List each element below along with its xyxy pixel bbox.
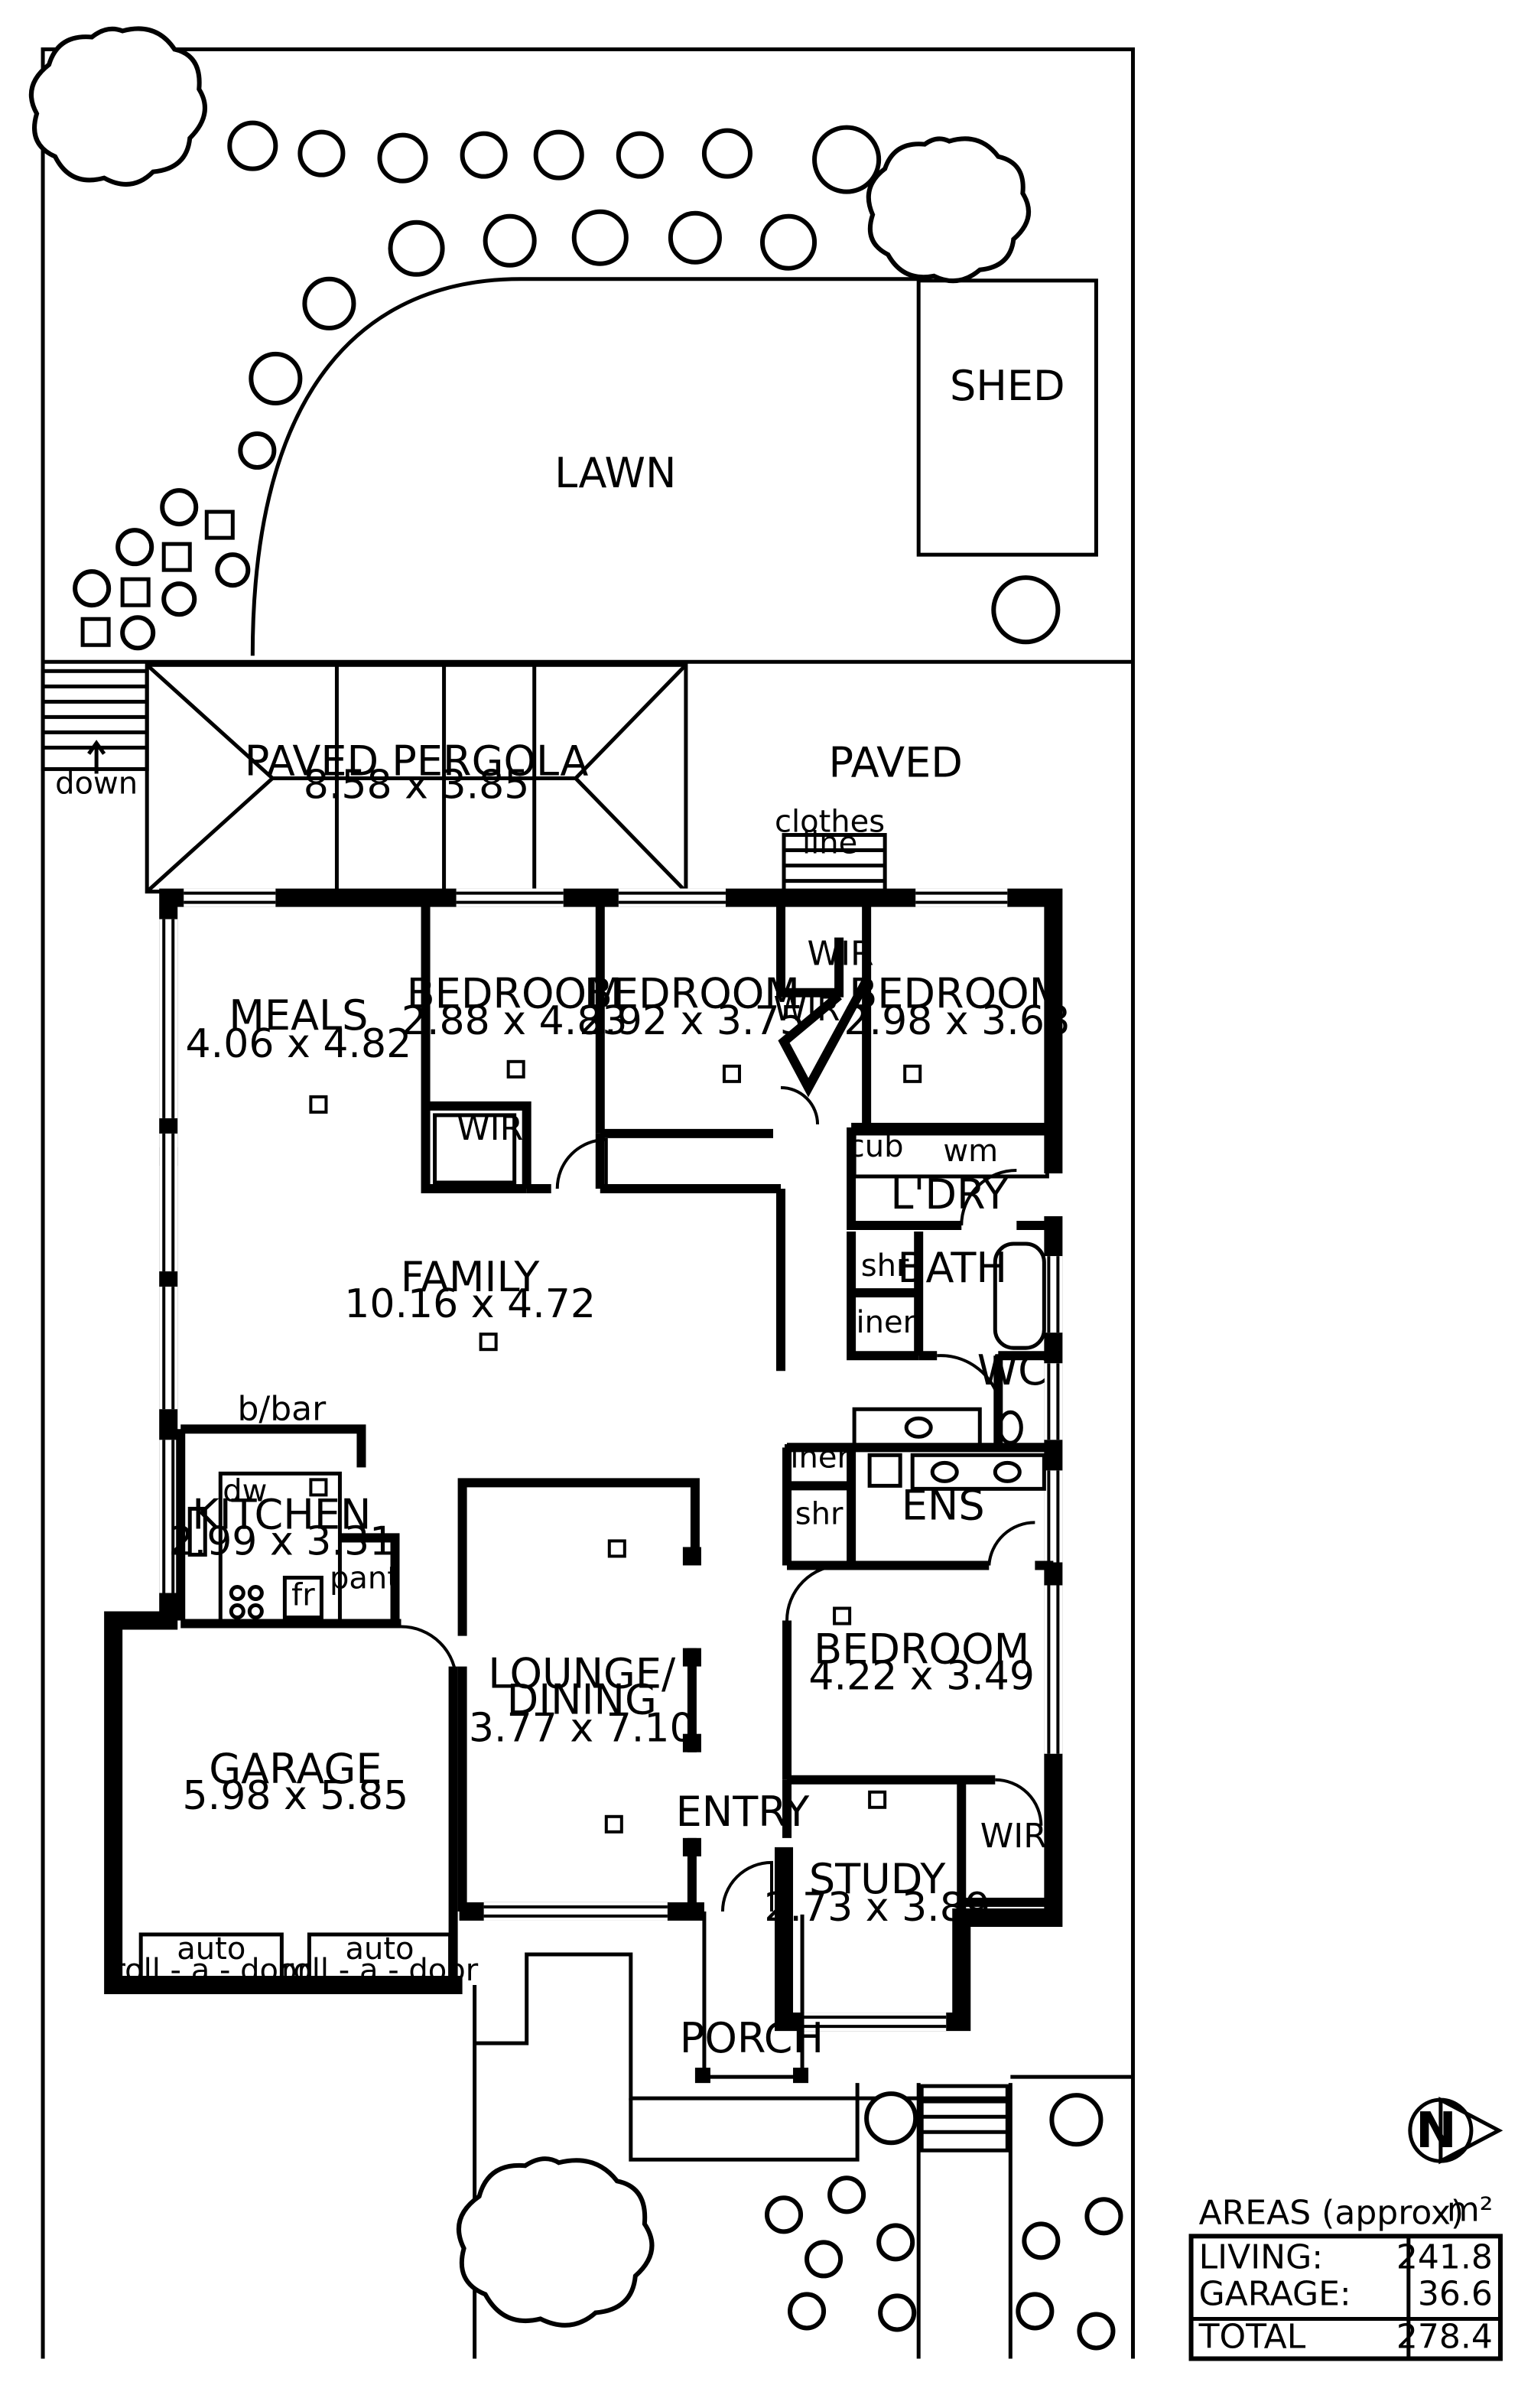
compass-letter: N bbox=[1416, 2103, 1457, 2159]
bath-label: BATH bbox=[897, 1244, 1007, 1292]
paved-pergola-label: PAVED PERGOLA bbox=[245, 737, 589, 785]
front-landscape bbox=[456, 1952, 1133, 2359]
bedroom3-dim: 2.98 x 3.68 bbox=[844, 998, 1070, 1044]
lawn-label: LAWN bbox=[554, 449, 676, 497]
bedroom1-dim: 2.88 x 4.83 bbox=[401, 998, 628, 1044]
compass: N bbox=[1408, 2097, 1503, 2165]
wir-bed4-label: WIR bbox=[980, 1817, 1047, 1856]
lawn-edge bbox=[250, 277, 919, 656]
garage-label: GARAGE bbox=[209, 1745, 382, 1793]
study-dim: 2.73 x 3.89 bbox=[764, 1885, 990, 1931]
bath-linen-label: linen bbox=[847, 1305, 922, 1340]
pant-label: pant bbox=[330, 1561, 399, 1596]
bath-shr-label: shr bbox=[861, 1248, 909, 1284]
pergola bbox=[145, 662, 688, 894]
study-label: STUDY bbox=[809, 1855, 947, 1903]
site-boundary bbox=[41, 47, 1135, 2359]
wir-bed3-label: WIR bbox=[808, 935, 874, 974]
bbar-label: b/bar bbox=[237, 1389, 327, 1428]
areas-row-garage-label: GARAGE: bbox=[1199, 2274, 1351, 2313]
family-label: FAMILY bbox=[401, 1253, 541, 1301]
garage-door2-auto: auto bbox=[345, 1931, 414, 1967]
garage-door2-roll: roll - a - door bbox=[281, 1953, 479, 1988]
shed-label: SHED bbox=[950, 362, 1065, 410]
vents bbox=[309, 1059, 922, 1834]
ens-label: ENS bbox=[902, 1481, 985, 1529]
paved-label: PAVED bbox=[828, 738, 962, 786]
bedroom3-label: BEDROOM bbox=[849, 970, 1065, 1018]
bedroom2-dim: 2.92 x 3.75 bbox=[579, 998, 805, 1044]
posts bbox=[682, 1547, 809, 2084]
wm-label: wm bbox=[943, 1134, 998, 1169]
laundry-label: L'DRY bbox=[890, 1170, 1009, 1219]
areas-row-living-label: LIVING: bbox=[1199, 2237, 1324, 2276]
dw-label: dw bbox=[223, 1473, 267, 1508]
garage-dim: 5.98 x 5.85 bbox=[183, 1773, 409, 1819]
garden-trees bbox=[28, 26, 1061, 651]
bedroom2-label: BEDROOM bbox=[584, 970, 800, 1018]
down-label: down bbox=[55, 766, 138, 801]
family-dim: 10.16 x 4.72 bbox=[344, 1281, 596, 1327]
lounge-label-1: LOUNGE/ bbox=[488, 1650, 676, 1698]
kitchen-label: KITCHEN bbox=[192, 1490, 371, 1538]
meals-label: MEALS bbox=[229, 991, 368, 1040]
lounge-label-2: DINING bbox=[507, 1676, 657, 1724]
ens-linen-label: linen bbox=[782, 1440, 857, 1475]
room-labels: MEALS 4.06 x 4.82 BEDROOM 2.88 x 4.83 BE… bbox=[113, 935, 1071, 2062]
wir-bed1-label: WIR bbox=[457, 1109, 523, 1148]
bedroom4-label: BEDROOM bbox=[814, 1625, 1029, 1674]
steps-down bbox=[41, 669, 149, 774]
kitchen-dim: 2.99 x 3.31 bbox=[169, 1518, 395, 1564]
clothes-label: clothes bbox=[775, 805, 885, 840]
line-label: line bbox=[802, 826, 857, 861]
cub-label: cub bbox=[848, 1129, 904, 1164]
areas-unit: m² bbox=[1447, 2190, 1494, 2229]
fixtures bbox=[187, 1113, 1049, 1626]
bedroom1-label: BEDROOM bbox=[407, 970, 622, 1018]
clothes-line bbox=[782, 833, 887, 896]
areas-row-total-label: TOTAL bbox=[1198, 2317, 1306, 2356]
garage-doors bbox=[138, 1932, 453, 1992]
fr-label: fr bbox=[291, 1578, 315, 1613]
wir-bed2-label: WIR bbox=[773, 990, 840, 1029]
areas-title: AREAS (approx) bbox=[1199, 2193, 1464, 2232]
porch-label: PORCH bbox=[680, 2014, 824, 2062]
areas-row-garage-value: 36.6 bbox=[1418, 2274, 1493, 2313]
bedroom4-dim: 4.22 x 3.49 bbox=[808, 1654, 1035, 1700]
wc-label: WC bbox=[977, 1346, 1047, 1394]
paved-pergola-dim: 8.58 x 3.85 bbox=[304, 762, 530, 808]
garage-door1-roll: roll - a - door bbox=[113, 1953, 310, 1988]
windows bbox=[159, 888, 1063, 2032]
areas-table: AREAS (approx) m² LIVING: 241.8 GARAGE: … bbox=[1188, 2190, 1503, 2361]
doors bbox=[401, 1085, 1043, 1912]
entry-label: ENTRY bbox=[676, 1788, 811, 1836]
garage-door1-auto: auto bbox=[177, 1931, 245, 1967]
lounge-dim: 3.77 x 7.10 bbox=[469, 1706, 695, 1752]
areas-row-living-value: 241.8 bbox=[1396, 2237, 1493, 2276]
meals-dim: 4.06 x 4.82 bbox=[186, 1021, 412, 1067]
areas-row-total-value: 278.4 bbox=[1396, 2317, 1493, 2356]
shed bbox=[916, 278, 1098, 557]
ens-shr-label: shr bbox=[795, 1496, 844, 1531]
